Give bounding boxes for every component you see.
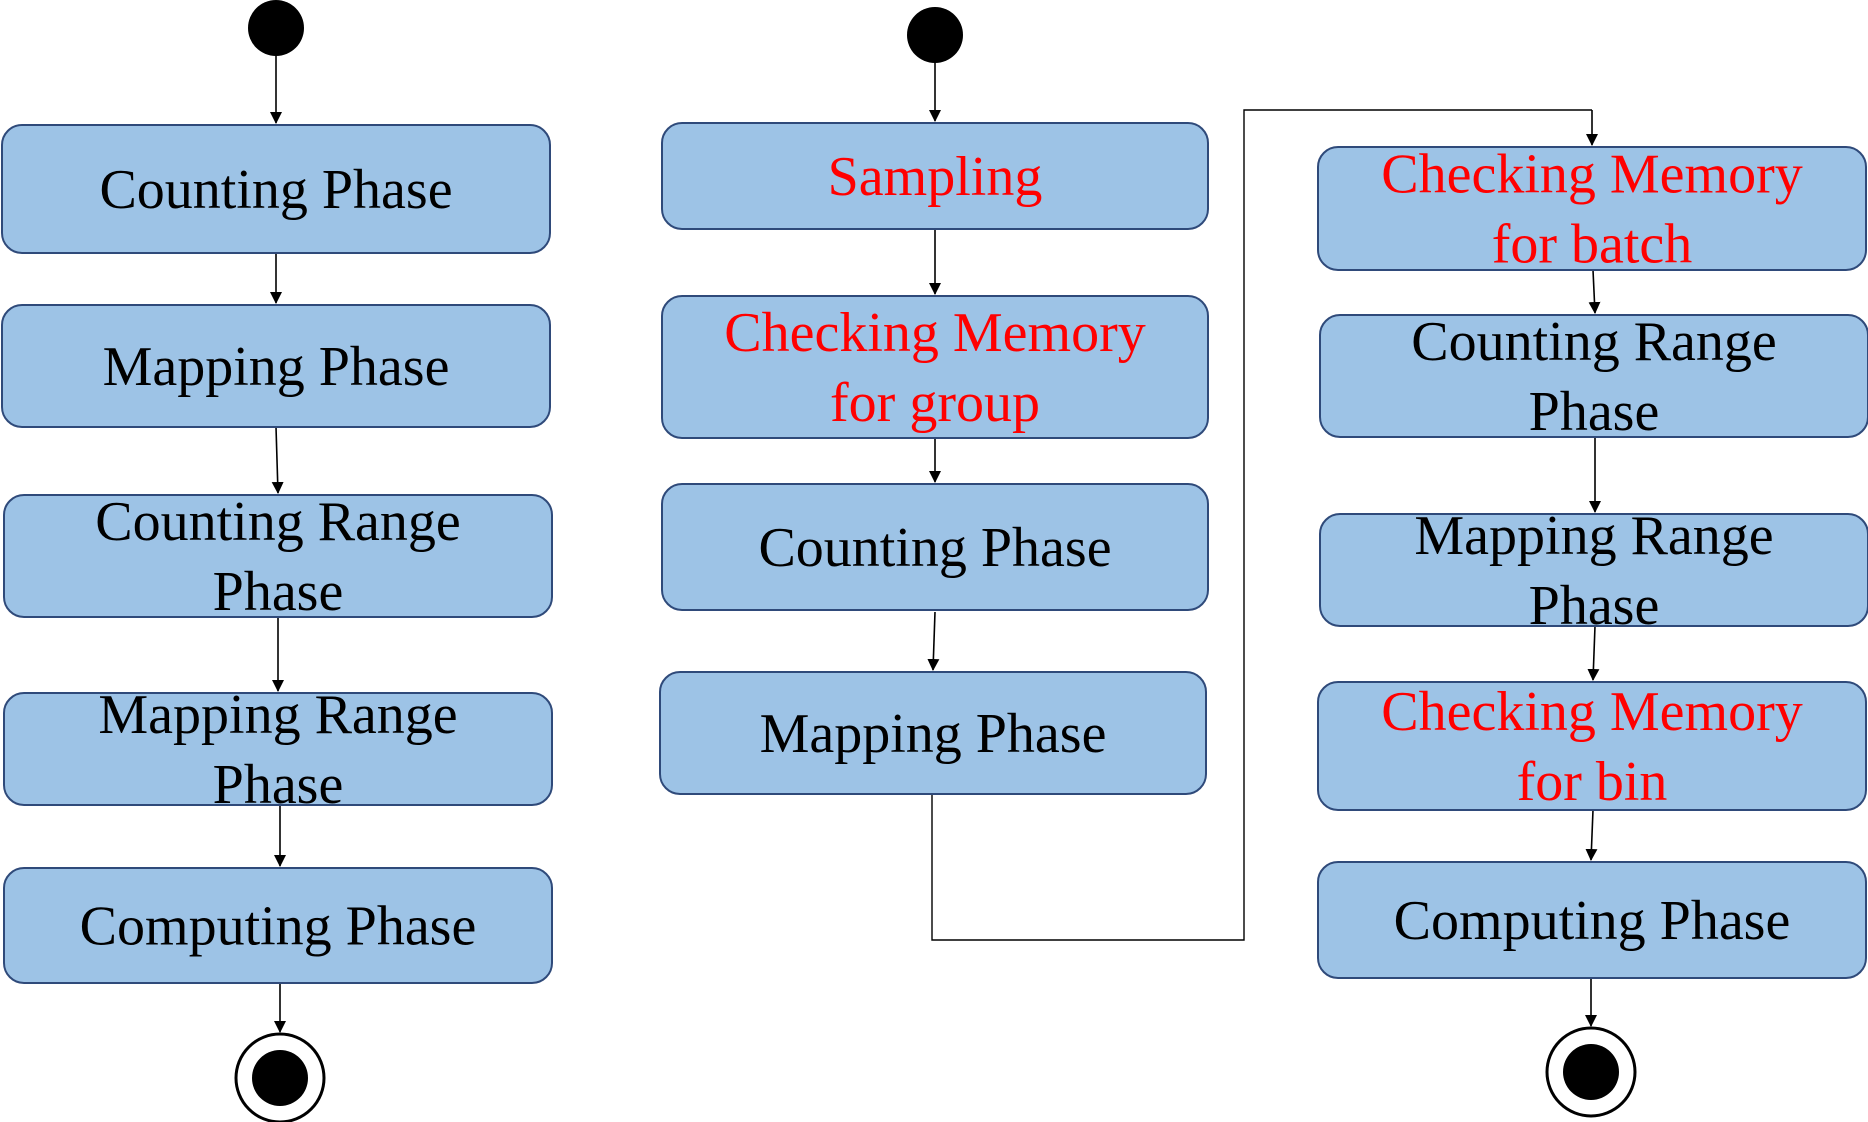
- end-node-icon: [234, 1032, 326, 1122]
- activity-label: Checking Memory: [724, 302, 1145, 364]
- activity-label: Phase: [213, 561, 344, 623]
- activity-box: [661, 483, 1209, 611]
- flow-arrow: [1587, 625, 1600, 681]
- activity-box: [659, 671, 1207, 795]
- activity-label: Checking Memory: [1381, 144, 1802, 206]
- activity-label: Phase: [213, 754, 344, 816]
- activity-box: [1319, 314, 1868, 438]
- activity-node: Mapping Phase: [659, 671, 1207, 795]
- activity-node: Computing Phase: [1317, 861, 1867, 979]
- activity-box: [661, 295, 1209, 439]
- end-node-icon: [1545, 1026, 1637, 1118]
- activity-node: Computing Phase: [3, 867, 553, 984]
- activity-node: Counting Phase: [1, 124, 551, 254]
- activity-label: for batch: [1492, 214, 1693, 276]
- flow-arrow: [927, 611, 940, 671]
- activity-label: for group: [830, 372, 1040, 434]
- activity-node: Counting Phase: [661, 483, 1209, 611]
- activity-label: Counting Phase: [99, 159, 452, 221]
- flow-connector-line: [931, 109, 1592, 941]
- activity-box: [3, 494, 553, 618]
- activity-box: [1, 124, 551, 254]
- activity-node: Mapping Phase: [1, 304, 551, 428]
- activity-label: Sampling: [828, 146, 1043, 208]
- activity-label: Checking Memory: [1381, 681, 1802, 743]
- activity-node: Sampling: [661, 122, 1209, 230]
- start-node-icon: [907, 7, 963, 63]
- activity-node: Checking Memory for batch: [1317, 144, 1867, 276]
- activity-box: [3, 867, 553, 984]
- activity-label: Computing Phase: [80, 896, 477, 958]
- activity-label: Mapping Range: [1414, 505, 1773, 567]
- flow-arrow: [271, 426, 284, 494]
- activity-box: [3, 692, 553, 806]
- activity-label: Phase: [1529, 381, 1660, 443]
- activity-box: [661, 122, 1209, 230]
- flow-arrow: [1588, 269, 1601, 314]
- activity-box: [1, 304, 551, 428]
- activity-box: [1317, 681, 1867, 811]
- activity-label: Mapping Phase: [103, 336, 450, 398]
- start-node-icon: [248, 0, 304, 56]
- activity-label: Counting Phase: [758, 517, 1111, 579]
- edges-layer: [270, 53, 1601, 1033]
- activity-node: Checking Memory for group: [661, 295, 1209, 439]
- activity-label: Counting Range: [1411, 311, 1777, 373]
- activity-label: Computing Phase: [1394, 890, 1791, 952]
- terminals-layer: [234, 0, 1637, 1122]
- activity-label: Counting Range: [95, 491, 461, 553]
- flow-arrow: [1585, 809, 1598, 861]
- activity-box: [1317, 146, 1867, 271]
- activity-node: Checking Memory for bin: [1317, 681, 1867, 813]
- activity-label: for bin: [1517, 751, 1668, 813]
- activity-label: Mapping Range: [98, 684, 457, 746]
- activity-label: Phase: [1529, 575, 1660, 637]
- activity-label: Mapping Phase: [760, 703, 1107, 765]
- activity-box: [1317, 861, 1867, 979]
- activity-box: [1319, 513, 1868, 627]
